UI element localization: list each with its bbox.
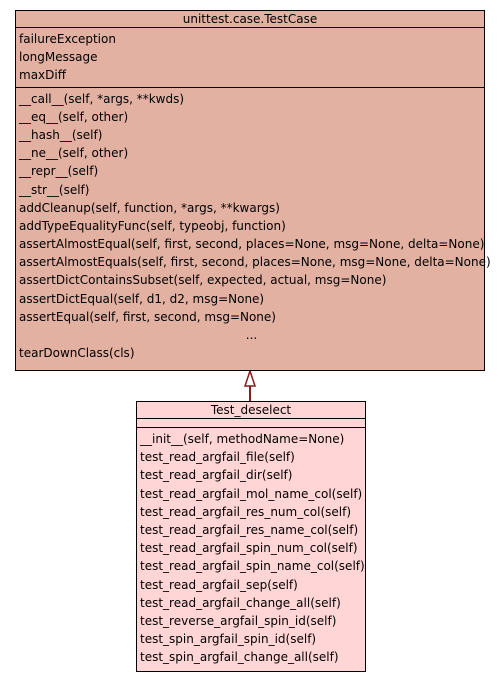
method-item: assertDictContainsSubset(self, expected,… bbox=[19, 273, 387, 288]
method-item: test_reverse_argfail_spin_id(self) bbox=[140, 613, 337, 628]
method-item: __call__(self, *args, **kwds) bbox=[19, 91, 185, 106]
method-item: test_read_argfail_change_all(self) bbox=[140, 595, 341, 610]
method-item: __init__(self, methodName=None) bbox=[140, 432, 345, 446]
method-item: __repr__(self) bbox=[19, 164, 99, 179]
inheritance-arrowhead bbox=[243, 368, 257, 387]
parent-methods-section: __call__(self, *args, **kwds) __eq__(sel… bbox=[16, 88, 491, 365]
method-item: assertDictEqual(self, d1, d2, msg=None) bbox=[19, 291, 265, 306]
child-attributes-section bbox=[137, 419, 365, 428]
method-item: assertEqual(self, first, second, msg=Non… bbox=[19, 309, 276, 324]
method-item: __eq__(self, other) bbox=[19, 109, 129, 124]
method-item: test_spin_argfail_spin_id(self) bbox=[140, 632, 317, 647]
method-item: __ne__(self, other) bbox=[19, 146, 129, 161]
method-item: test_spin_argfail_change_all(self) bbox=[140, 650, 339, 665]
method-item: test_read_argfail_file(self) bbox=[140, 450, 295, 465]
method-item: __hash__(self) bbox=[19, 127, 103, 142]
attribute-item: failureException bbox=[19, 32, 116, 46]
method-item: assertAlmostEqual(self, first, second, p… bbox=[19, 237, 485, 252]
method-item: test_read_argfail_res_num_col(self) bbox=[140, 504, 352, 519]
parent-class-box[interactable]: unittest.case.TestCase failureException … bbox=[15, 10, 491, 371]
method-item: test_read_argfail_sep(self) bbox=[140, 577, 298, 592]
method-item: addTypeEqualityFunc(self, typeobj, funct… bbox=[19, 218, 286, 233]
child-class-title: Test_deselect bbox=[137, 402, 365, 419]
method-item: test_read_argfail_mol_name_col(self) bbox=[140, 486, 363, 501]
method-item: test_read_argfail_res_name_col(self) bbox=[140, 522, 359, 537]
attribute-item: maxDiff bbox=[19, 68, 66, 83]
method-ellipsis: ... bbox=[245, 328, 258, 342]
attribute-item: longMessage bbox=[19, 50, 98, 65]
child-class-box[interactable]: Test_deselect __init__(self, methodName=… bbox=[136, 401, 366, 672]
child-methods-section: __init__(self, methodName=None) test_rea… bbox=[137, 428, 365, 668]
method-item: addCleanup(self, function, *args, **kwar… bbox=[19, 200, 280, 215]
method-item: test_read_argfail_dir(self) bbox=[140, 468, 293, 483]
method-item: test_read_argfail_spin_name_col(self) bbox=[140, 559, 365, 574]
method-item: __str__(self) bbox=[19, 182, 90, 197]
parent-class-title: unittest.case.TestCase bbox=[16, 11, 484, 28]
method-item: tearDownClass(cls) bbox=[19, 346, 135, 361]
method-item: test_read_argfail_spin_num_col(self) bbox=[140, 541, 358, 556]
method-item: assertAlmostEquals(self, first, second, … bbox=[19, 255, 491, 270]
parent-attributes-section: failureException longMessage maxDiff bbox=[16, 28, 484, 88]
